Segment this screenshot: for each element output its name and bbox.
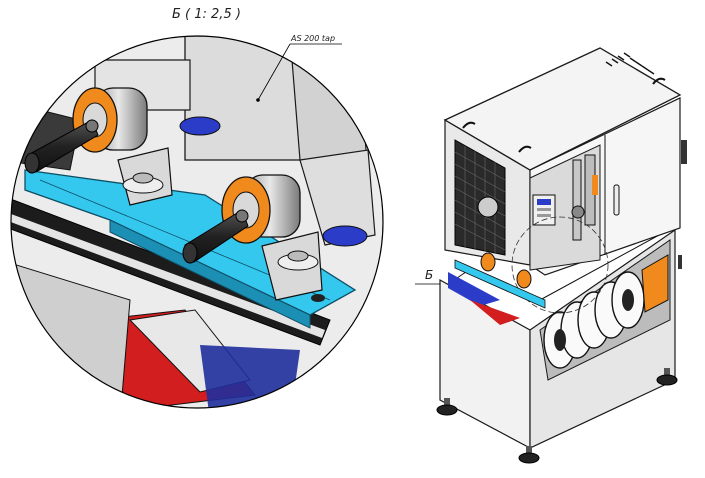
shelf-rail	[454, 259, 546, 309]
door-handle	[613, 184, 620, 216]
detail-view: Б ( 1: 2,5 )	[10, 7, 384, 409]
main-assembly-view: Б	[415, 47, 687, 464]
detail-view-title: Б ( 1: 2,5 )	[172, 7, 241, 22]
lower-cabinet-front	[439, 278, 531, 449]
blue-stand	[322, 225, 368, 247]
roller-assembly	[182, 174, 325, 302]
roller-assembly	[24, 87, 173, 206]
orange-panel	[641, 254, 669, 313]
shelf-roller	[480, 252, 496, 272]
detail-view-contents	[11, 36, 383, 408]
fan-icon	[477, 196, 499, 218]
lid-handle	[462, 121, 476, 129]
grille	[454, 139, 506, 256]
shelf-roller	[516, 269, 532, 289]
leveling-feet	[436, 368, 678, 464]
lid-handle	[652, 77, 666, 85]
lid-handle	[518, 145, 532, 153]
section-marker: Б	[425, 268, 433, 282]
cabinet-top	[443, 47, 682, 171]
callout-label: AS 200 tap	[290, 34, 335, 43]
reel-stack	[543, 271, 645, 369]
blue-stand	[179, 116, 221, 136]
